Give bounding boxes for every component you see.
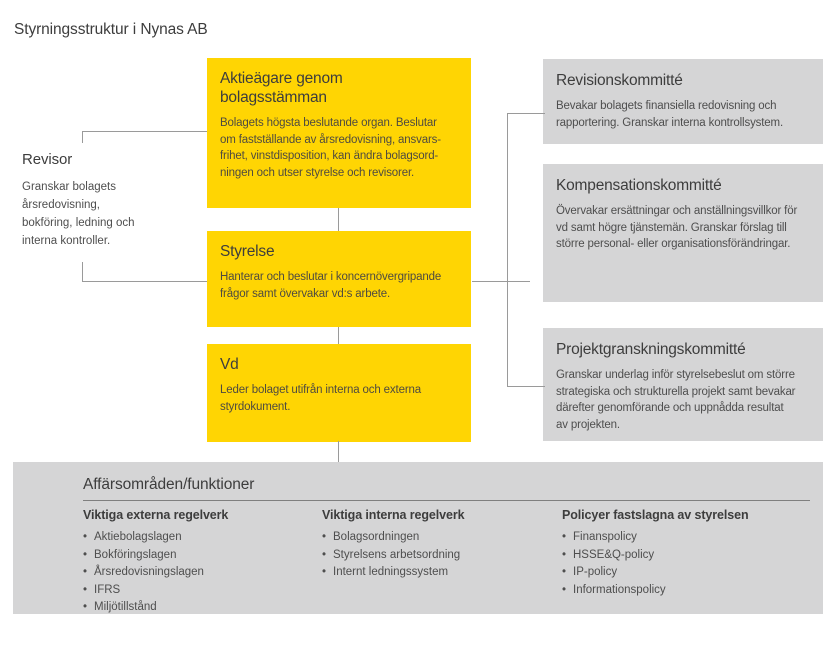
box-ceo-title: Vd — [220, 356, 239, 373]
box-audit-committee-description: Bevakar bolagets finansiella redovisning… — [556, 100, 784, 129]
bullet-icon — [83, 547, 94, 565]
box-project-review-committee-title: Projektgranskningskommitté — [556, 341, 746, 358]
connector-revisor-top-tick — [82, 131, 83, 143]
list-item: Miljötillstånd — [83, 599, 313, 617]
box-shareholders-description: Bolagets högsta beslutande organ. Beslut… — [220, 117, 441, 179]
revisor-description: Granskar bolagets årsredovisning, bokför… — [22, 181, 135, 247]
bullet-icon — [83, 529, 94, 547]
list-item-label: Bokföringslagen — [94, 548, 177, 561]
connector-shareholders-to-revisor-horizontal — [82, 131, 207, 132]
list-item-label: Årsredovisningslagen — [94, 566, 204, 579]
bullet-icon — [322, 529, 333, 547]
connector-spine-to-project-committee — [507, 386, 545, 387]
bullet-icon — [322, 564, 333, 582]
box-shareholders-title: Aktieägare genom bolagsstämman — [220, 70, 343, 106]
column-board-policies-header: Policyer fastslagna av styrelsen — [562, 508, 749, 522]
list-item-label: HSSE&Q-policy — [573, 548, 655, 561]
connector-board-to-spine — [472, 281, 530, 282]
bullet-icon — [562, 529, 573, 547]
column-board-policies: Policyer fastslagna av styrelsen Finansp… — [562, 508, 792, 599]
list-item: Årsredovisningslagen — [83, 564, 313, 582]
bullet-icon — [562, 564, 573, 582]
box-compensation-committee-description: Övervakar ersättningar och anställningsv… — [556, 205, 798, 251]
bullet-icon — [83, 564, 94, 582]
list-item-label: IP-policy — [573, 566, 618, 579]
bullet-icon — [322, 547, 333, 565]
list-item: Finanspolicy — [562, 529, 792, 547]
list-item-label: Bolagsordningen — [333, 531, 420, 543]
revisor-title: Revisor — [22, 151, 73, 168]
list-item-label: Informationspolicy — [573, 583, 666, 596]
list-item-label: Finanspolicy — [573, 531, 637, 543]
list-item-label: IFRS — [94, 583, 121, 596]
list-item: Internt ledningssystem — [322, 564, 552, 582]
list-item: IP-policy — [562, 564, 792, 582]
box-audit-committee: Revisionskommitté Bevakar bolagets finan… — [543, 59, 823, 144]
bullet-icon — [562, 582, 573, 600]
box-shareholders: Aktieägare genom bolagsstämman Bolagets … — [207, 58, 471, 208]
box-compensation-committee: Kompensationskommitté Övervakar ersättni… — [543, 164, 823, 302]
list-item-label: Styrelsens arbetsordning — [333, 548, 461, 561]
revisor-block: Revisor Granskar bolagets årsredovisning… — [22, 151, 187, 251]
list-item: Aktiebolagslagen — [83, 529, 313, 547]
box-board-title: Styrelse — [220, 243, 275, 260]
box-board: Styrelse Hanterar och beslutar i koncern… — [207, 231, 471, 327]
connector-ceo-to-business-areas — [338, 441, 339, 462]
connector-revisor-bottom-tick — [82, 262, 83, 281]
connector-committee-spine — [507, 113, 508, 386]
box-compensation-committee-title: Kompensationskommitté — [556, 177, 722, 194]
list-item: Bokföringslagen — [83, 547, 313, 565]
list-item: IFRS — [83, 582, 313, 600]
bullet-icon — [562, 547, 573, 565]
list-item: Bolagsordningen — [322, 529, 552, 547]
box-ceo: Vd Leder bolaget utifrån interna och ext… — [207, 344, 471, 442]
bullet-icon — [83, 582, 94, 600]
business-areas-title: Affärsområden/funktioner — [83, 476, 255, 493]
box-board-description: Hanterar och beslutar i koncernövergripa… — [220, 271, 442, 300]
list-item: Informationspolicy — [562, 582, 792, 600]
list-item-label: Internt ledningssystem — [333, 566, 449, 579]
box-audit-committee-title: Revisionskommitté — [556, 72, 683, 89]
divider — [83, 500, 810, 501]
list-item: Styrelsens arbetsordning — [322, 547, 552, 565]
column-internal-rules: Viktiga interna regelverk Bolagsordninge… — [322, 508, 552, 582]
column-internal-rules-header: Viktiga interna regelverk — [322, 508, 465, 522]
connector-spine-to-audit-committee — [507, 113, 545, 114]
bullet-icon — [83, 599, 94, 617]
list-item-label: Aktiebolagslagen — [94, 531, 182, 543]
connector-revisor-to-board-horizontal — [82, 281, 207, 282]
connector-board-to-ceo — [338, 327, 339, 344]
business-areas-panel: Affärsområden/funktioner Viktiga externa… — [13, 462, 823, 614]
column-external-rules: Viktiga externa regelverk Aktiebolagslag… — [83, 508, 313, 617]
box-ceo-description: Leder bolaget utifrån interna och extern… — [220, 384, 421, 413]
box-project-review-committee: Projektgranskningskommitté Granskar unde… — [543, 328, 823, 441]
page-title: Styrningsstruktur i Nynas AB — [14, 21, 208, 38]
list-item: HSSE&Q-policy — [562, 547, 792, 565]
box-project-review-committee-description: Granskar underlag inför styrelsebeslut o… — [556, 369, 796, 431]
connector-shareholders-to-board — [338, 208, 339, 231]
list-item-label: Miljötillstånd — [94, 601, 157, 614]
column-external-rules-header: Viktiga externa regelverk — [83, 508, 229, 522]
